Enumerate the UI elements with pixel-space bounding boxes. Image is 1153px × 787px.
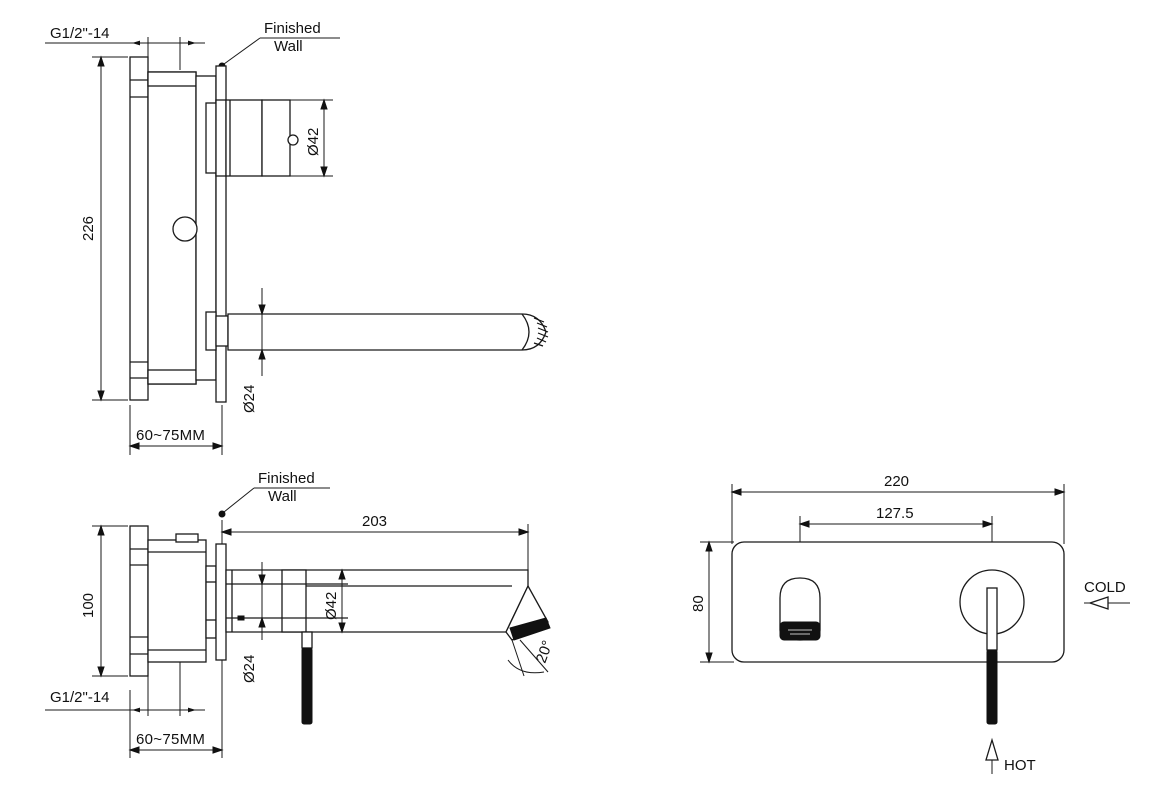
top-depth-dim: 60~75MM — [136, 427, 205, 444]
top-thread-label: G1/2"-14 — [50, 25, 110, 42]
side-thread-label: G1/2"-14 — [50, 689, 110, 706]
side-wall-plate — [215, 543, 227, 661]
top-handle-body — [225, 99, 263, 177]
side-depth-dim: 60~75MM — [136, 731, 205, 748]
hot-label: HOT — [1004, 757, 1036, 774]
front-height-dim: 80 — [690, 595, 707, 612]
side-spout-length: 203 — [362, 513, 387, 530]
front-lever — [986, 649, 998, 725]
top-handle-dia: Ø42 — [305, 128, 322, 156]
side-height-dim: 100 — [80, 593, 97, 618]
front-aerator — [779, 621, 821, 641]
front-view: 220 127.5 80 COLD — [690, 473, 1130, 774]
side-lever — [301, 647, 313, 725]
side-wall-dot — [218, 510, 226, 518]
hot-arrow-icon — [985, 737, 999, 761]
top-view: G1/2"-14 Finished Wall 226 — [45, 20, 549, 455]
top-valve-port — [172, 216, 198, 242]
top-height-dim: 226 — [80, 216, 97, 241]
front-width-dim: 220 — [884, 473, 909, 490]
top-handle-cap — [261, 99, 291, 177]
side-angle-dim: 20° — [533, 638, 557, 665]
cold-arrow-icon — [1087, 596, 1109, 610]
side-spout-dia: Ø24 — [241, 655, 258, 683]
top-mount-plate — [129, 56, 149, 401]
top-wall-label-1: Finished — [264, 20, 321, 37]
top-wall-plate — [215, 65, 227, 403]
side-wall-label-1: Finished — [258, 470, 315, 487]
side-valve-body — [147, 539, 207, 663]
side-view: Finished Wall 203 100 — [45, 470, 557, 758]
side-spout — [225, 569, 529, 633]
side-aerator — [509, 617, 551, 641]
side-wall-label-2: Wall — [268, 488, 297, 505]
top-wall-label-2: Wall — [274, 38, 303, 55]
front-center-dim: 127.5 — [876, 505, 914, 522]
side-handle-dia: Ø42 — [323, 592, 340, 620]
cold-label: COLD — [1084, 579, 1126, 596]
top-spout-dia: Ø24 — [241, 385, 258, 413]
top-spout — [227, 313, 547, 351]
